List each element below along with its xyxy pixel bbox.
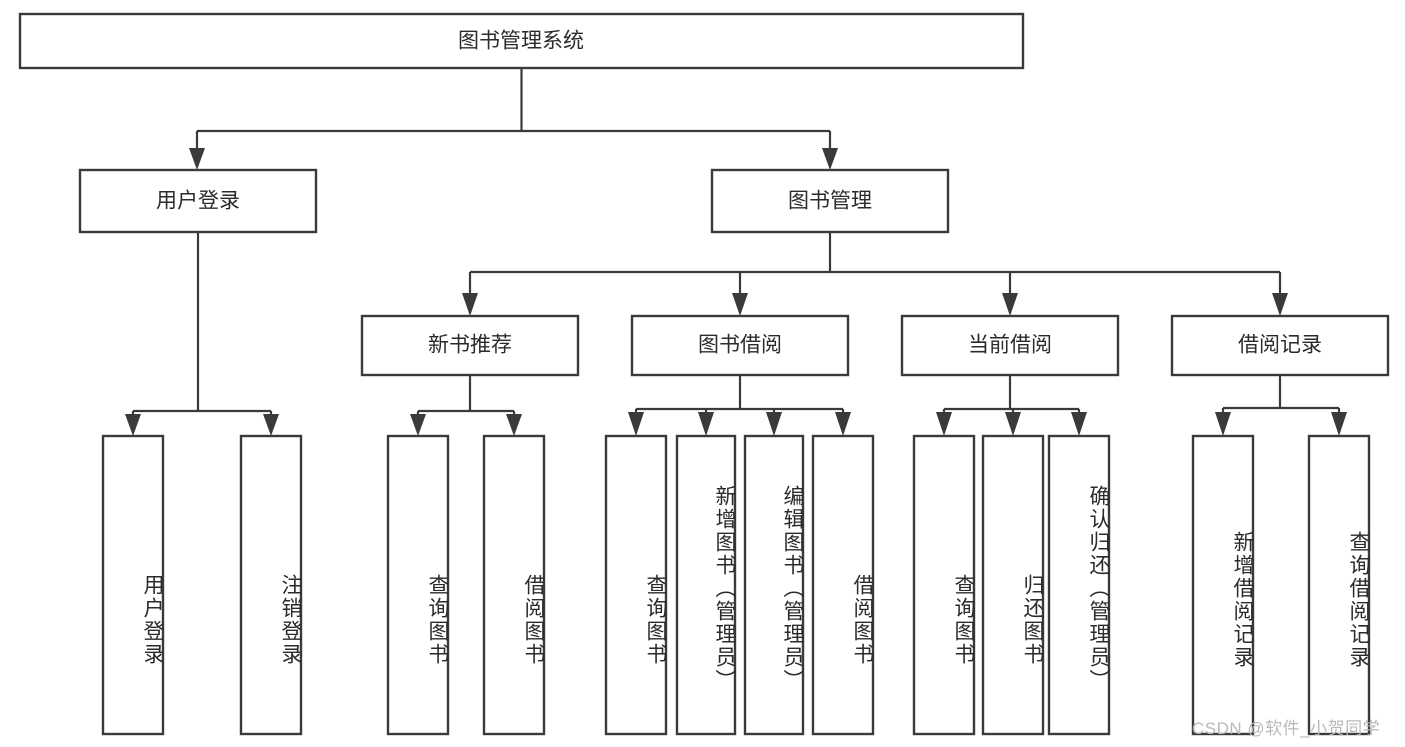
node-box-leaf-add-book[interactable]	[675, 434, 737, 736]
node-box-leaf-confirm-return[interactable]	[1047, 434, 1111, 736]
arrowhead-leaf-user-login	[125, 414, 141, 436]
arrowhead-leaf-return-book	[1005, 412, 1021, 436]
node-label-book-borrow: 图书借阅	[698, 334, 782, 357]
arrowhead-leaf-query-book-rec	[410, 414, 426, 436]
arrowhead-leaf-edit-book	[766, 412, 782, 436]
node-label-user-login: 用户登录	[156, 190, 240, 213]
node-box-leaf-user-login[interactable]	[101, 434, 165, 736]
arrowhead-book-borrow	[732, 293, 748, 316]
arrowhead-leaf-query-book-current	[936, 412, 952, 436]
arrowhead-leaf-user-logout	[263, 414, 279, 436]
node-box-leaf-edit-book[interactable]	[743, 434, 805, 736]
node-box-leaf-borrow-book-rec[interactable]	[482, 434, 546, 736]
node-label-root: 图书管理系统	[458, 30, 584, 53]
node-box-new-book-rec[interactable]	[360, 314, 580, 377]
node-label-borrow-record: 借阅记录	[1238, 334, 1322, 357]
arrowhead-leaf-confirm-return	[1071, 412, 1087, 436]
node-box-leaf-borrow-book[interactable]	[811, 434, 875, 736]
arrowhead-leaf-borrow-book-rec	[506, 414, 522, 436]
arrowhead-book-manage	[822, 148, 838, 170]
connector-layer	[125, 68, 1347, 436]
arrowhead-leaf-borrow-book	[835, 412, 851, 436]
arrowhead-leaf-add-book	[698, 412, 714, 436]
node-layer: 图书管理系统 用户登录 图书管理 新书推荐 图书借阅 当前借阅 借阅记录	[18, 12, 1390, 736]
node-box-user-login[interactable]	[78, 168, 318, 234]
node-box-current-borrow[interactable]	[900, 314, 1120, 377]
arrowhead-leaf-query-record	[1331, 412, 1347, 436]
node-box-leaf-query-record[interactable]	[1307, 434, 1371, 736]
node-box-book-borrow[interactable]	[630, 314, 850, 377]
node-label-book-manage: 图书管理	[788, 190, 872, 213]
arrowhead-leaf-query-book-borrow	[628, 412, 644, 436]
node-box-leaf-user-logout[interactable]	[239, 434, 303, 736]
arrowhead-leaf-add-record	[1215, 412, 1231, 436]
node-box-root[interactable]	[18, 12, 1025, 70]
node-box-leaf-add-record[interactable]	[1191, 434, 1255, 736]
node-box-leaf-query-book-rec[interactable]	[386, 434, 450, 736]
arrowhead-borrow-record	[1272, 293, 1288, 316]
arrowhead-current-borrow	[1002, 293, 1018, 316]
node-label-new-book-rec: 新书推荐	[428, 334, 512, 357]
arrowhead-new-book-rec	[462, 293, 478, 316]
node-label-current-borrow: 当前借阅	[968, 334, 1052, 357]
node-box-book-manage[interactable]	[710, 168, 950, 234]
node-box-leaf-query-book-borrow[interactable]	[604, 434, 668, 736]
arrowhead-user-login	[189, 148, 205, 170]
csdn-watermark: CSDN @软件_小贺同学	[1192, 719, 1381, 738]
node-box-leaf-query-book-current[interactable]	[912, 434, 976, 736]
node-box-leaf-return-book[interactable]	[981, 434, 1045, 736]
node-box-borrow-record[interactable]	[1170, 314, 1390, 377]
